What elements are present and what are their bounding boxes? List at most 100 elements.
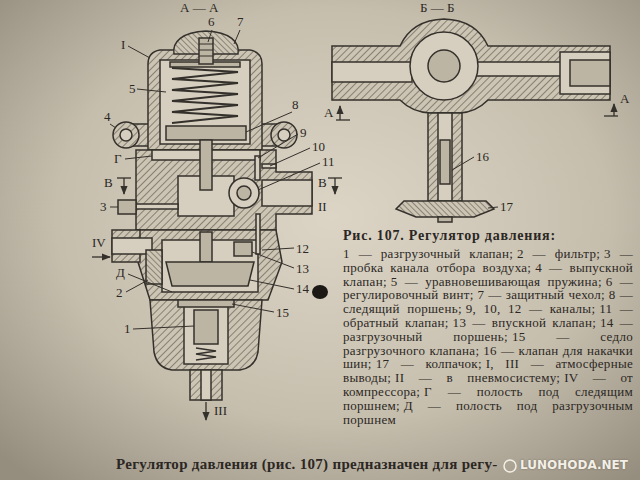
- outlet-nipple: [190, 370, 222, 400]
- watermark: LUNOHODA.NET: [520, 458, 628, 472]
- callout-number: 15: [276, 306, 289, 319]
- lug-hole: [120, 129, 132, 141]
- flow-arrow: [92, 256, 110, 257]
- leader-line: [128, 274, 172, 292]
- check-valve-seat: [229, 178, 259, 208]
- section-label: А — А: [180, 1, 218, 14]
- leader-line: [258, 163, 320, 190]
- leader-line: [252, 252, 294, 268]
- upper-housing: [148, 50, 262, 150]
- side-bore: [332, 62, 412, 82]
- key-entry: 5 — уравновешивающая пружина;: [391, 274, 602, 289]
- key-entry: 13 — впускной клапан;: [453, 315, 597, 330]
- filter: [146, 250, 162, 284]
- outlet-bore: [262, 180, 312, 206]
- screw-thread: [199, 44, 213, 56]
- valve-seat: [178, 300, 234, 307]
- figure-caption: Рис. 107. Регулятор давления:: [343, 228, 556, 244]
- cap-tip: [438, 217, 452, 222]
- key-entry: 17 — колпачок;: [376, 356, 482, 371]
- callout-number: 8: [292, 98, 299, 111]
- fitting-nut: [570, 60, 610, 86]
- callout-number: Д: [116, 266, 125, 279]
- port-label: IV: [92, 236, 106, 249]
- inlet-valve: [234, 242, 252, 256]
- leader-line: [208, 30, 212, 42]
- unloading-piston: [166, 262, 254, 286]
- spring-chamber: [160, 60, 250, 144]
- section-tick: [336, 119, 350, 120]
- port-label: II: [318, 200, 327, 213]
- fitting: [560, 52, 610, 94]
- section-arrow: [123, 178, 124, 194]
- tyre-valve: [440, 140, 450, 184]
- leader-line: [452, 157, 474, 170]
- watermark-logo: [504, 460, 516, 472]
- section-label: В: [104, 176, 113, 189]
- unloading-valve: [194, 310, 218, 344]
- key-entry: 7 — защитный чехол;: [477, 287, 604, 302]
- callout-number: 3: [100, 200, 107, 213]
- callout-number: 6: [208, 15, 215, 28]
- port-label: III: [214, 404, 227, 417]
- leader-line: [128, 46, 150, 58]
- piston-stem: [200, 140, 212, 190]
- callout-number: 14: [296, 282, 309, 295]
- leader-line: [246, 112, 292, 132]
- lug-hole: [278, 129, 290, 141]
- side-channel: [476, 62, 562, 76]
- follower-piston: [166, 126, 246, 140]
- section-arrow: [613, 104, 614, 116]
- channel: [255, 156, 260, 180]
- channel-plug: [118, 200, 136, 214]
- piston-bore: [410, 32, 478, 100]
- leader-line: [110, 124, 116, 128]
- leader-line: [270, 148, 310, 166]
- middle-body: [136, 150, 312, 230]
- side-housing: [332, 19, 610, 113]
- valve-stem-housing: [428, 113, 462, 201]
- key-entry: 9, 10, 12 — каналы;: [466, 301, 596, 316]
- body-text: Регулятор давления (рис. 107) предназнач…: [116, 456, 497, 473]
- mounting-lug: [113, 122, 139, 148]
- callout-number: 1: [124, 322, 131, 335]
- leader-line: [258, 134, 298, 158]
- leader-line: [133, 326, 194, 329]
- check-valve: [237, 186, 251, 200]
- parts-key: 1 — разгрузочный клапан;2 — фильтр;3 — п…: [343, 247, 633, 426]
- callout-number: 4: [104, 110, 111, 123]
- lower-housing: [150, 300, 262, 370]
- flow-arrow: [205, 402, 206, 420]
- piston-rod: [200, 232, 212, 262]
- channel: [256, 214, 260, 254]
- punch-hole: [312, 285, 328, 299]
- section-label: А: [620, 92, 629, 105]
- mounting-lug: [271, 122, 297, 148]
- side-section: [332, 19, 610, 222]
- callout-number: I: [121, 38, 125, 51]
- key-entry: 1 — разгрузочный клапан;: [343, 246, 513, 261]
- leader-line: [125, 156, 152, 159]
- adjusting-screw: [199, 38, 213, 64]
- main-section: [112, 31, 312, 400]
- leader-line: [232, 304, 274, 312]
- leader-line: [126, 280, 148, 292]
- balance-spring: [172, 68, 238, 123]
- leader-line: [488, 207, 498, 208]
- nipple-bore: [201, 370, 211, 400]
- callout-number: 10: [312, 140, 325, 153]
- section-arrow: [334, 178, 335, 194]
- leader-line: [110, 207, 118, 208]
- air-channel: [136, 204, 178, 209]
- leader-line: [234, 30, 240, 44]
- section-tick: [604, 115, 618, 116]
- callout-number: 17: [500, 200, 513, 213]
- callout-number: Г: [114, 152, 122, 165]
- callout-number: 5: [129, 82, 136, 95]
- cap: [396, 201, 494, 217]
- callout-number: 12: [296, 242, 309, 255]
- callout-number: 13: [296, 262, 309, 275]
- key-entry: 2 — фильтр;: [517, 246, 600, 261]
- callout-number: 2: [116, 286, 123, 299]
